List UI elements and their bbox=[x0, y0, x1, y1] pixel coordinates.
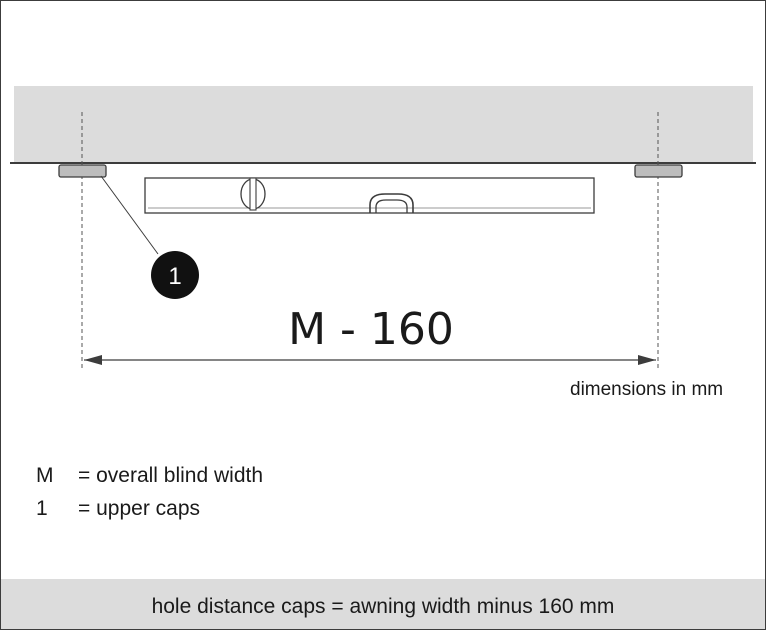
legend-key: 1 bbox=[36, 497, 48, 520]
callout-marker-1: 1 bbox=[151, 251, 199, 299]
dimension-arrow-left bbox=[84, 355, 102, 365]
footer-banner: hole distance caps = awning width minus … bbox=[1, 579, 765, 629]
dimension-note: dimensions in mm bbox=[570, 379, 724, 400]
dimension-arrow-right bbox=[638, 355, 656, 365]
footer-text: hole distance caps = awning width minus … bbox=[151, 595, 615, 618]
left-upper-cap bbox=[58, 164, 107, 178]
legend-key: M bbox=[36, 464, 54, 487]
legend-item: 1 = upper caps bbox=[36, 492, 263, 525]
lock-icon bbox=[240, 177, 266, 211]
callout-number: 1 bbox=[168, 263, 181, 290]
dimension-label: M - 160 bbox=[288, 304, 454, 355]
legend: M = overall blind width 1 = upper caps bbox=[36, 459, 263, 525]
callout-leader-line bbox=[100, 175, 159, 255]
handle-loop-icon bbox=[369, 193, 414, 213]
legend-text: = overall blind width bbox=[78, 464, 264, 487]
ceiling-band bbox=[14, 86, 753, 163]
right-upper-cap bbox=[634, 164, 683, 178]
legend-item: M = overall blind width bbox=[36, 459, 263, 492]
legend-text: = upper caps bbox=[78, 497, 201, 520]
